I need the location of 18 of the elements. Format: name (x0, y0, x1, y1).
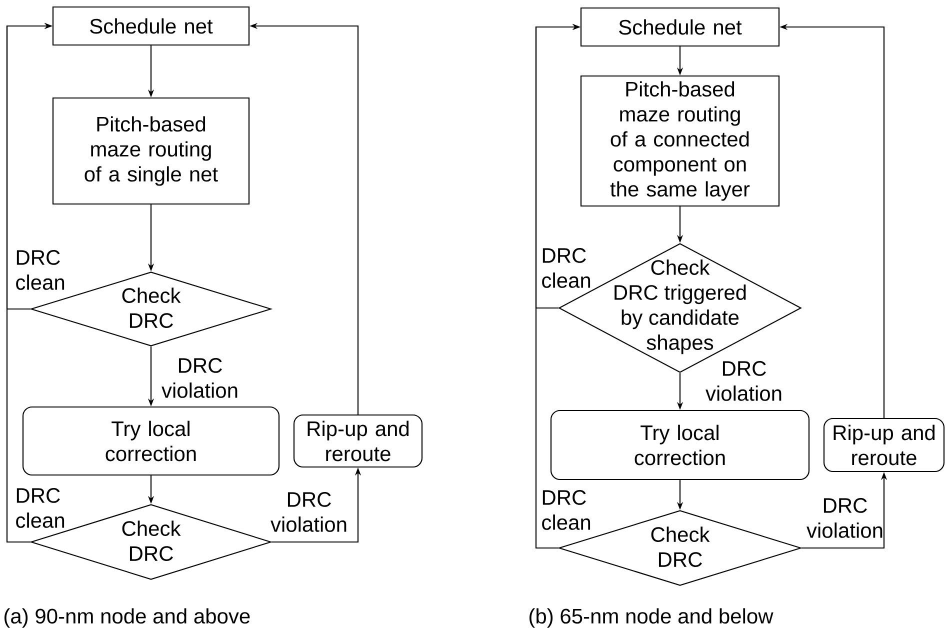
process-box: Schedule net (52, 6, 250, 46)
process-box: Pitch-based maze routing of a single net (52, 97, 250, 205)
process-box: Rip-up and reroute (823, 418, 945, 472)
process-box: Rip-up and reroute (293, 414, 423, 468)
process-box: Try local correction (550, 410, 810, 480)
edge-label: DRC clean (542, 248, 590, 288)
edge-label: DRC violation (270, 492, 346, 532)
edge-label: DRC clean (16, 488, 64, 528)
caption: (a) 90-nm node and above (4, 608, 250, 628)
caption: (b) 65-nm node and below (530, 608, 774, 628)
edge-label: DRC clean (16, 250, 64, 290)
edge-label: DRC violation (162, 358, 238, 398)
process-box: Pitch-based maze routing of a connected component on the same layer (580, 75, 780, 207)
process-box: Schedule net (580, 7, 780, 47)
edge-label: DRC violation (706, 361, 782, 401)
edge-label: DRC violation (806, 498, 882, 538)
process-box: Try local correction (22, 406, 280, 476)
edge-label: DRC clean (542, 490, 590, 530)
